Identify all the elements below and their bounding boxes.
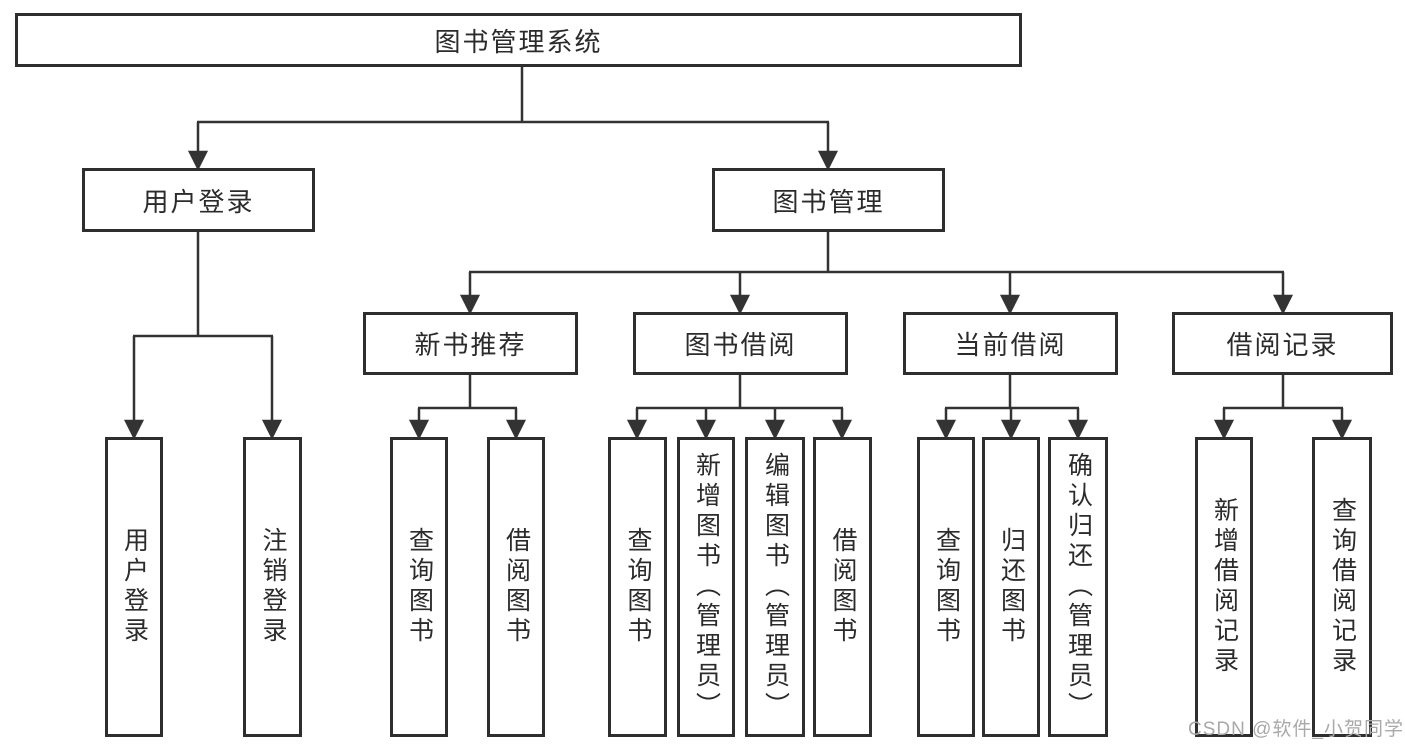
leaf-br-query-record: 查询借阅记录 <box>1312 437 1372 737</box>
node-book-borrowing: 图书借阅 <box>633 312 848 375</box>
node-root: 图书管理系统 <box>15 13 1022 67</box>
node-book-management: 图书管理 <box>712 168 945 232</box>
leaf-bb-edit-books: 编辑图书（管理员） <box>745 437 805 737</box>
leaf-bb-query-books: 查询图书 <box>608 437 667 737</box>
leaf-cb-return-books: 归还图书 <box>982 437 1040 737</box>
leaf-br-add-record: 新增借阅记录 <box>1195 437 1253 737</box>
leaf-nr-query-books: 查询图书 <box>390 437 448 737</box>
leaf-cb-confirm-return: 确认归还（管理员） <box>1048 437 1108 737</box>
node-user-login: 用户登录 <box>82 168 315 232</box>
leaf-user-login: 用户登录 <box>105 437 163 737</box>
leaf-bb-add-books: 新增图书（管理员） <box>677 437 735 737</box>
leaf-nr-borrow-books: 借阅图书 <box>487 437 545 737</box>
leaf-bb-borrow-books: 借阅图书 <box>813 437 872 737</box>
node-borrowing-records: 借阅记录 <box>1172 312 1393 375</box>
node-current-borrowing: 当前借阅 <box>903 312 1118 375</box>
watermark: CSDN @软件_小贺同学 <box>1188 719 1404 740</box>
node-new-book-recommend: 新书推荐 <box>363 312 578 375</box>
leaf-logout: 注销登录 <box>243 437 302 737</box>
leaf-cb-query-books: 查询图书 <box>917 437 975 737</box>
